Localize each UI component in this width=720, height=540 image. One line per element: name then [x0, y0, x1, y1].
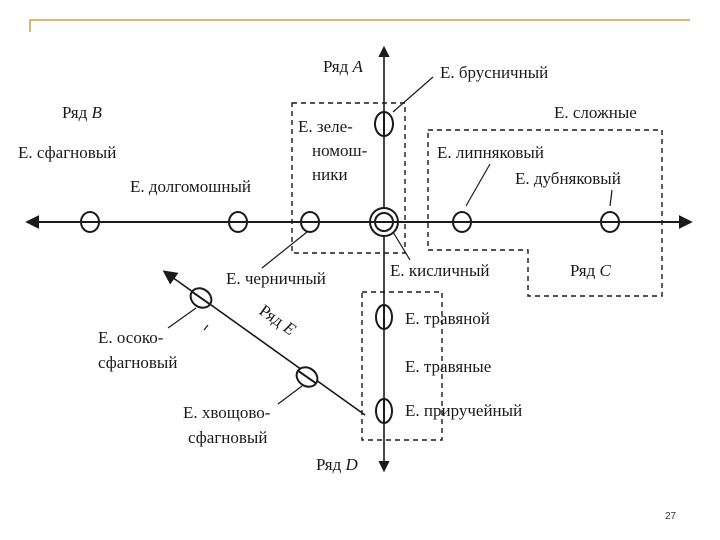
group-complex-label: Е. сложные [554, 103, 637, 122]
leader-khvoshchovo [277, 385, 303, 405]
type-khvoshchovo-label-2: сфагновый [188, 428, 267, 447]
marker-kislichny [369, 207, 399, 237]
row-c-label: Ряд C [570, 261, 612, 280]
dashed-box-zelenomoshniki [291, 102, 406, 254]
type-osoko-label-2: сфагновый [98, 353, 177, 372]
row-b-label: Ряд B [62, 103, 103, 122]
leader-chernichny [261, 231, 308, 269]
leader-lipnyakovy [465, 163, 491, 207]
slide-frame-line [29, 19, 690, 32]
leader-kislichny [392, 231, 411, 261]
type-khvoshchovo-label-1: Е. хвощово- [183, 403, 271, 422]
type-dubnyakovy-label: Е. дубняковый [515, 169, 621, 188]
dashed-box-herbal [361, 291, 443, 441]
marker-travyanoy [375, 304, 393, 330]
type-zeleno-label-3: ники [312, 165, 348, 184]
marker-osoko [189, 287, 213, 309]
type-dolgomoshny-label: Е. долгомошный [130, 177, 251, 196]
type-kislichny-label: Е. кисличный [390, 261, 490, 280]
marker-dubnyakovy [600, 211, 620, 233]
type-priruchey-label: Е. приручейный [405, 401, 522, 420]
tick-mark [203, 324, 209, 331]
type-brusnichny-label: Е. брусничный [440, 63, 548, 82]
type-sfagnovy-label: Е. сфагновый [18, 143, 116, 162]
group-herbal-label: Е. травяные [405, 357, 491, 376]
marker-brusnichny [374, 111, 394, 137]
page-number: 27 [665, 511, 677, 522]
leader-brusnichny [392, 76, 434, 113]
type-zeleno-label-2: номош- [312, 141, 368, 160]
leader-osoko [167, 307, 197, 329]
marker-priruchey [375, 398, 393, 424]
marker-lipnyakovy [452, 211, 472, 233]
row-d-label: Ряд D [316, 455, 359, 474]
marker-dolgomoshny [228, 211, 248, 233]
marker-sfagnovy [80, 211, 100, 233]
marker-chernichny [300, 211, 320, 233]
row-a-label: Ряд A [323, 57, 364, 76]
dashed-box-complex [427, 129, 663, 297]
type-chernichny-label: Е. черничный [226, 269, 326, 288]
type-zeleno-label-1: Е. зеле- [298, 117, 353, 136]
marker-khvoshchovo [295, 366, 319, 388]
leader-dubnyakovy [609, 189, 613, 207]
type-travyanoy-label: Е. травяной [405, 309, 490, 328]
row-e-label: Ряд E [256, 301, 300, 340]
type-lipnyakovy-label: Е. липняковый [437, 143, 544, 162]
type-osoko-label-1: Е. осоко- [98, 328, 164, 347]
